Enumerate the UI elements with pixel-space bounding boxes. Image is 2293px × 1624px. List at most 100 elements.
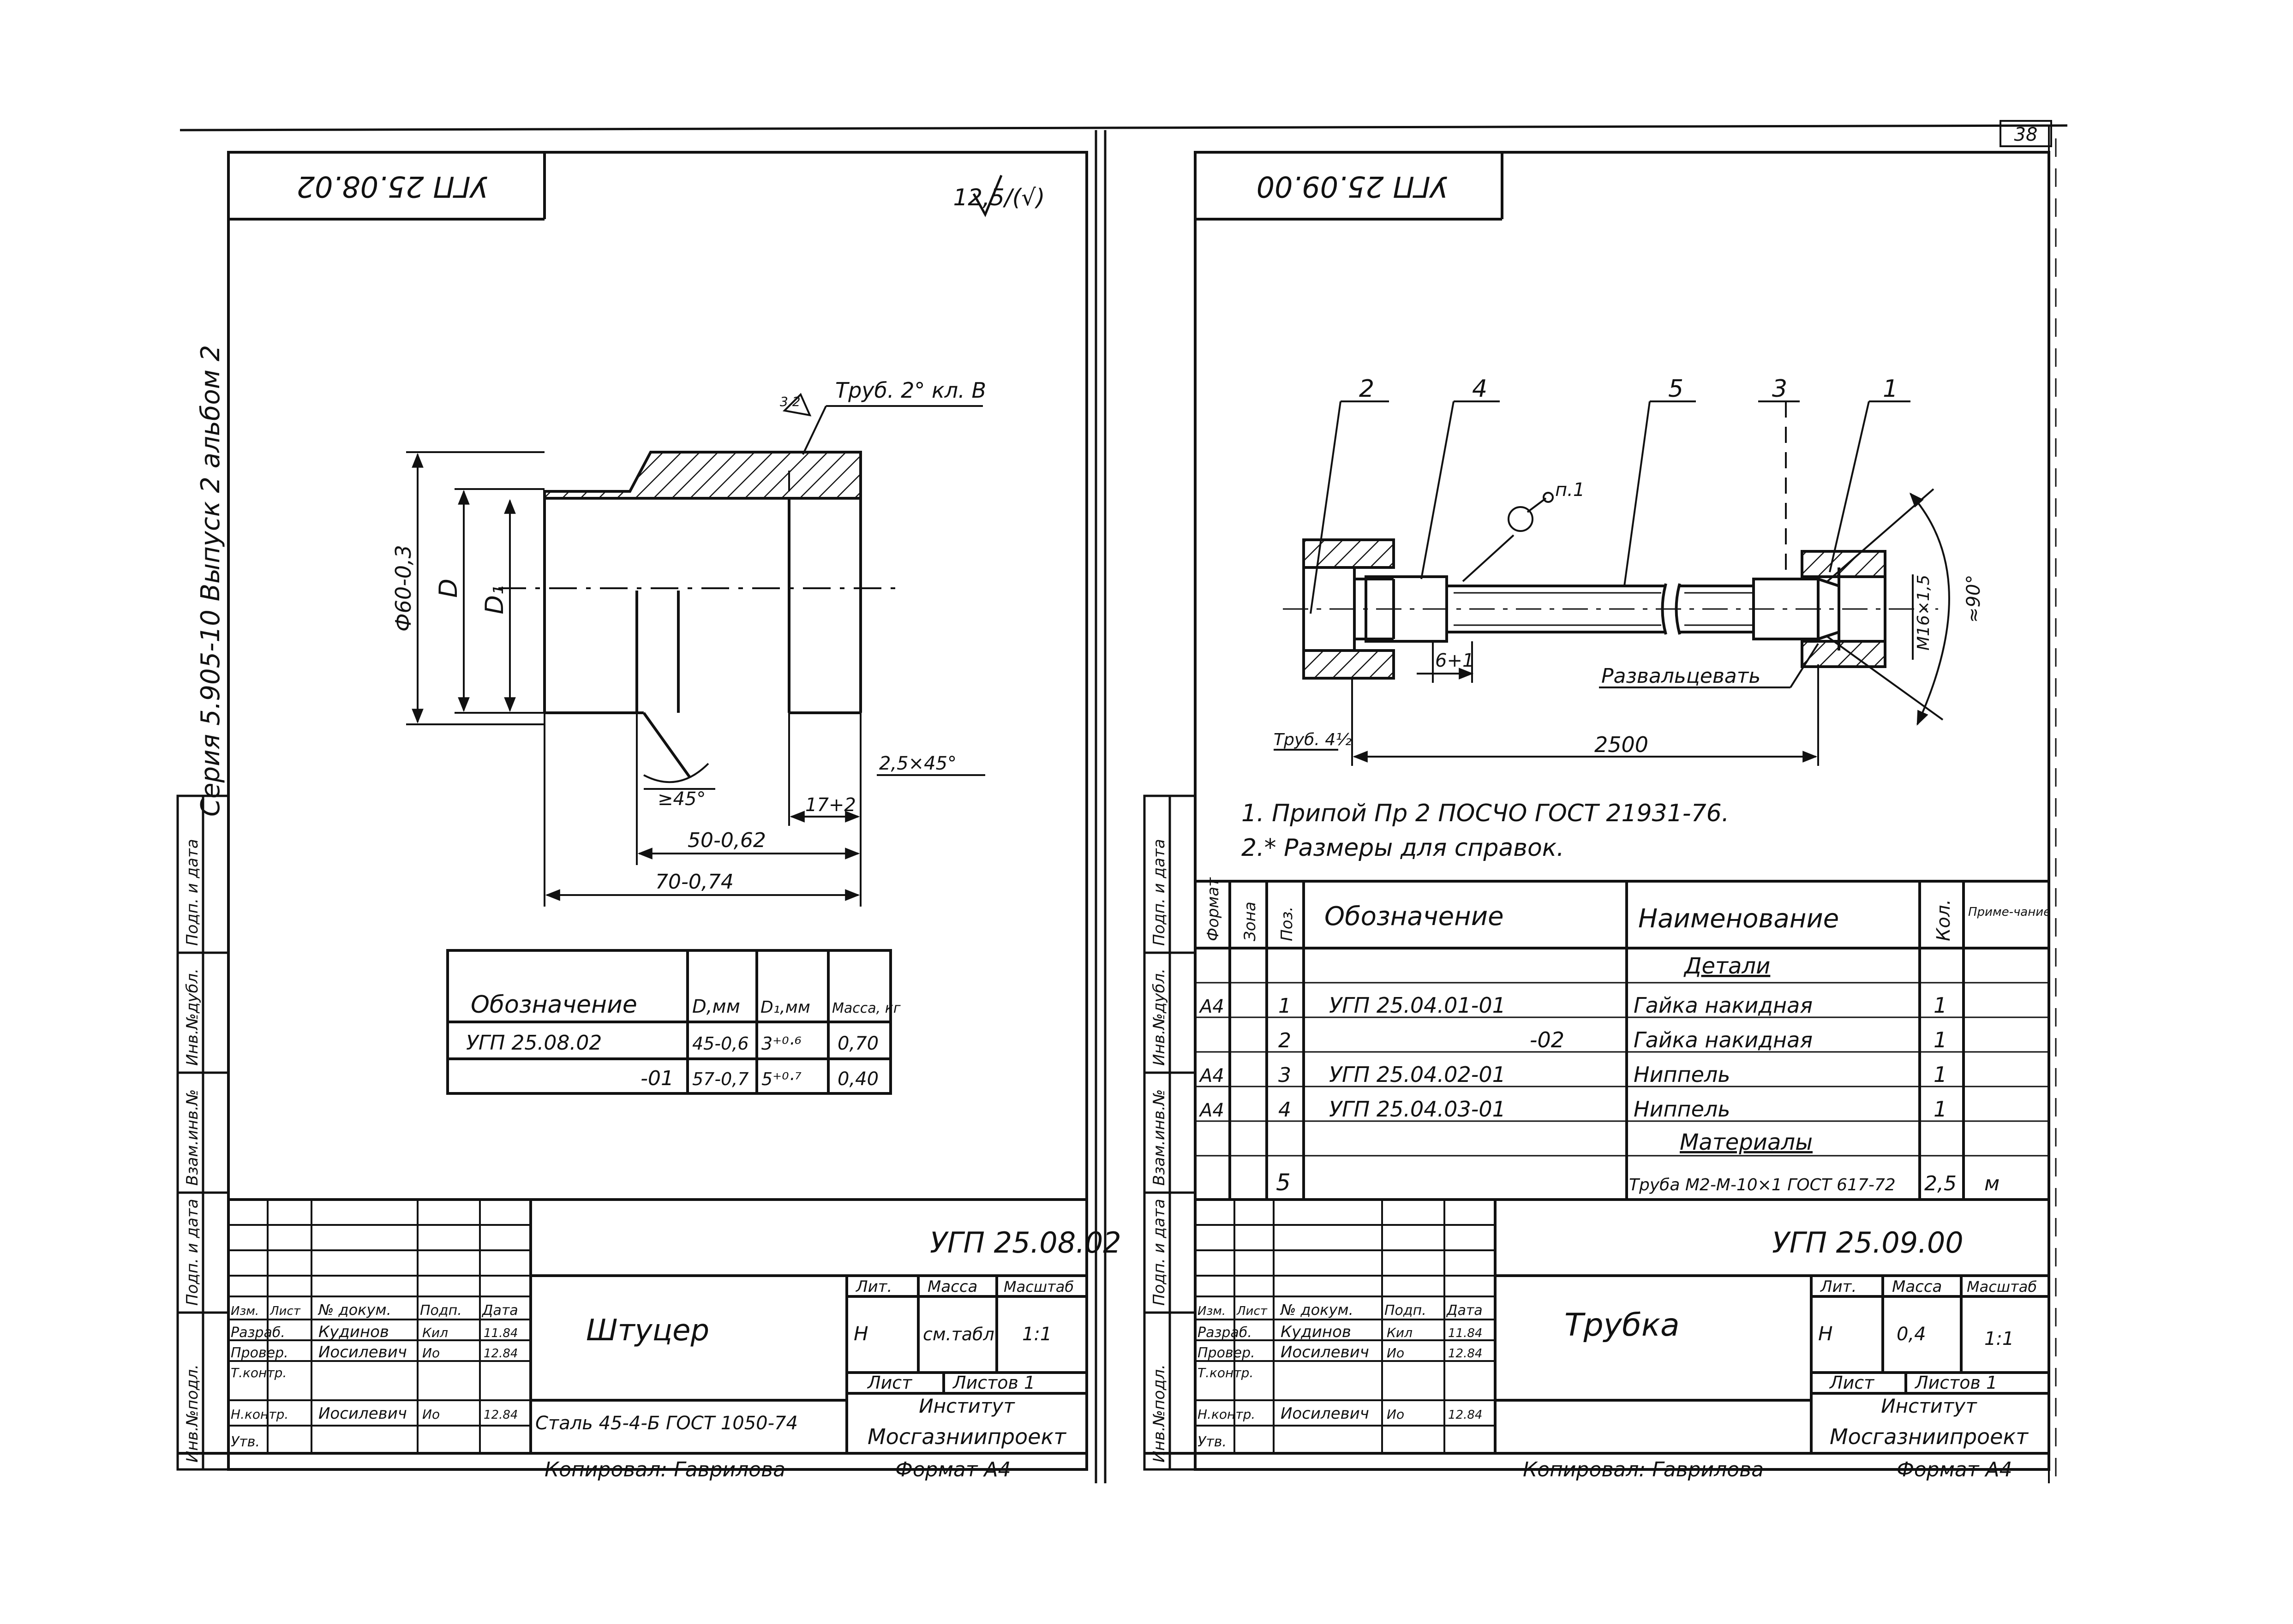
spec-r2-designation: -02: [1530, 1027, 1564, 1052]
dim-chamfer: 2,5×45°: [879, 753, 957, 774]
left-tb-scale-value: 1:1: [1022, 1324, 1052, 1345]
spec-r1-format: А4: [1198, 996, 1224, 1017]
right-tb-r5-role: Утв.: [1197, 1434, 1227, 1450]
spec-section-details: Детали: [1683, 953, 1770, 979]
variant-r1-designation: УГП 25.08.02: [466, 1031, 602, 1055]
spec-section-materials: Материалы: [1680, 1129, 1813, 1155]
right-tb-r2-role: Провер.: [1197, 1345, 1255, 1361]
right-tb-institute: Институт: [1881, 1395, 1977, 1417]
callout-2: 2: [1359, 375, 1374, 403]
left-title-block: УГП 25.08.02 Штуцер Сталь 45-4-Б ГОСТ 10…: [178, 1198, 1121, 1481]
left-tb-head-date: Дата: [481, 1302, 518, 1319]
right-tb-lit-value: Н: [1818, 1322, 1833, 1345]
right-tb-head-sign: Подп.: [1384, 1302, 1426, 1319]
spec-head-format: Формат: [1204, 877, 1222, 941]
right-tb-sheet: Лист: [1829, 1373, 1875, 1393]
dim-length-50: 50-0,62: [688, 829, 766, 852]
label-length: 2500: [1594, 732, 1648, 757]
variant-head-D: D,мм: [692, 996, 740, 1017]
svg-text:12,5/(√): 12,5/(√): [953, 184, 1045, 211]
variant-r2-D: 57-0,7: [692, 1069, 749, 1089]
right-tb-name: Трубка: [1564, 1307, 1680, 1343]
spec-r3-format: А4: [1198, 1065, 1224, 1087]
right-tb-head-list: Лист: [1236, 1304, 1268, 1318]
left-stamp-label-5: Подп. и дата: [183, 839, 202, 946]
right-tb-head-date: Дата: [1446, 1302, 1483, 1319]
left-tb-r2-name: Иосилевич: [318, 1343, 407, 1361]
variant-r1-mass: 0,70: [838, 1033, 879, 1054]
dim-length-70: 70-0,74: [655, 870, 734, 894]
left-tb-sheet: Лист: [867, 1373, 913, 1393]
label-dim-6: 6+1: [1435, 650, 1474, 671]
left-tb-r1-name: Кудинов: [318, 1323, 389, 1341]
spec-r4-qty: 1: [1934, 1097, 1947, 1122]
left-sheet: Инв.№подл. Подп. и дата Взам.инв.№ Инв.№…: [176, 151, 1121, 1481]
left-tb-head-list: Лист: [269, 1304, 301, 1318]
left-format: Формат А4: [895, 1458, 1011, 1481]
callout-1: 1: [1883, 375, 1898, 403]
callout-5: 5: [1668, 375, 1683, 403]
spec-r4-format: А4: [1198, 1100, 1224, 1121]
right-tb-scale-value: 1:1: [1984, 1328, 2014, 1349]
specification-table: Формат Зона Поз. Обозначение Наименовани…: [1195, 877, 2051, 1201]
right-tb-r1-role: Разраб.: [1197, 1325, 1252, 1341]
left-tb-r2-date: 12.84: [484, 1347, 518, 1361]
left-tb-head-doc: № докум.: [317, 1301, 391, 1319]
note-2: 2.* Размеры для справок.: [1241, 834, 1564, 862]
label-thread: М16×1,5: [1914, 575, 1933, 651]
dim-chamfer-angle: ≥45°: [658, 788, 706, 810]
right-format: Формат А4: [1897, 1458, 2012, 1481]
variant-r2-designation: -01: [641, 1067, 674, 1090]
left-tb-r1-date: 11.84: [484, 1326, 518, 1340]
right-tb-r4-date: 12.84: [1448, 1408, 1482, 1422]
left-tb-r2-role: Провер.: [231, 1345, 288, 1361]
label-flare: Развальцевать: [1601, 664, 1760, 688]
spec-head-designation: Обозначение: [1324, 902, 1504, 931]
dim-D: D: [434, 579, 463, 598]
spec-r2-pos: 2: [1278, 1029, 1291, 1052]
dim-weld-size: 3,2: [780, 394, 801, 409]
right-tb-head-izm: Изм.: [1197, 1304, 1226, 1318]
page-frame: [180, 120, 2068, 1483]
left-tb-r4-role: Н.контр.: [231, 1407, 288, 1422]
variant-r1-D: 45-0,6: [692, 1033, 749, 1054]
left-tb-mass-value: см.табл.: [923, 1324, 1000, 1344]
right-tb-r2-sign: Ио: [1387, 1345, 1404, 1361]
left-tb-lit-value: Н: [854, 1322, 868, 1345]
right-stamp-label-1: Инв.№подл.: [1150, 1364, 1168, 1463]
spec-r3-designation: УГП 25.04.02-01: [1329, 1062, 1506, 1087]
spec-r4-designation: УГП 25.04.03-01: [1329, 1097, 1506, 1122]
spec-r3-name: Ниппель: [1634, 1062, 1730, 1087]
roughness-symbol: 12,5/(√): [953, 175, 1045, 217]
right-top-code: УГП 25.09.00: [1257, 170, 1448, 203]
callout-3: 3: [1772, 375, 1787, 403]
right-title-block: УГП 25.09.00 Трубка Лит. Масса Масштаб Н…: [1144, 1198, 2050, 1481]
left-tb-r4-sign: Ио: [422, 1407, 440, 1422]
spec-r3-qty: 1: [1934, 1062, 1947, 1087]
left-stamp-label-4: Инв.№дубл.: [183, 968, 202, 1066]
label-angle: ≈90°: [1963, 575, 1984, 623]
spec-r4-name: Ниппель: [1634, 1097, 1730, 1122]
spec-r2-qty: 1: [1934, 1027, 1947, 1052]
right-stamp-label-2: Подп. и дата: [1150, 1199, 1168, 1306]
left-tb-r2-sign: Ио: [422, 1345, 440, 1361]
left-stamp-label-2: Подп. и дата: [183, 1199, 202, 1306]
left-tb-head-sign: Подп.: [420, 1302, 462, 1319]
variant-head-designation: Обозначение: [471, 991, 637, 1019]
left-tb-name: Штуцер: [586, 1314, 709, 1348]
spec-r1-designation: УГП 25.04.01-01: [1329, 993, 1506, 1018]
spec-r1-name: Гайка накидная: [1634, 993, 1813, 1018]
right-copied: Копировал: Гаврилова: [1523, 1458, 1764, 1481]
left-stamp-label-3: Взам.инв.№: [183, 1089, 202, 1186]
left-tb-org: Мосгазниипроект: [868, 1424, 1066, 1449]
right-tb-r1-sign: Кил: [1387, 1325, 1413, 1340]
left-tb-sheets: Листов 1: [952, 1373, 1035, 1393]
right-tb-scale: Масштаб: [1967, 1278, 2037, 1296]
variant-r1-D1: 3⁺⁰·⁶: [761, 1033, 802, 1054]
right-stamp-label-4: Инв.№дубл.: [1150, 968, 1168, 1066]
right-tb-r3-role: Т.контр.: [1197, 1365, 1253, 1380]
left-tb-r1-role: Разраб.: [231, 1325, 285, 1341]
left-tb-code: УГП 25.08.02: [930, 1226, 1121, 1260]
right-tb-r4-name: Иосилевич: [1281, 1404, 1369, 1423]
